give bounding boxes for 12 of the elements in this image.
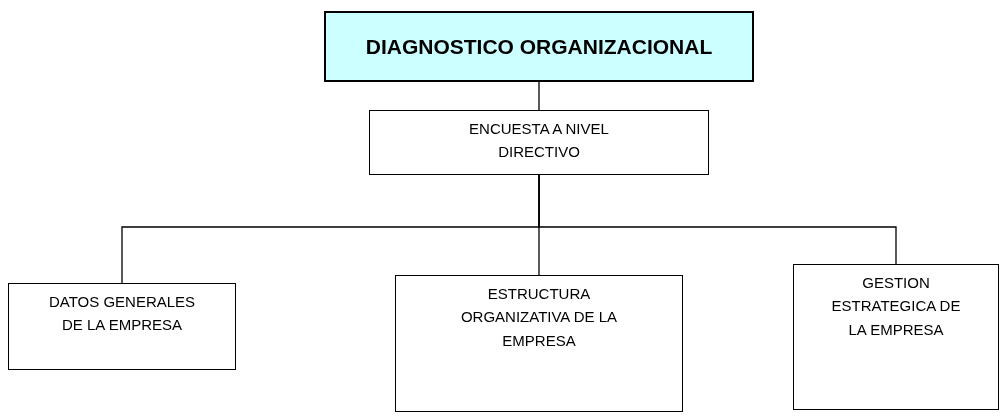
title-text: DIAGNOSTICO ORGANIZACIONAL (365, 33, 713, 60)
process-box (8, 283, 236, 370)
box-text: DATOS GENERALES DE LA EMPRESA (47, 292, 197, 336)
process-box (369, 110, 709, 175)
box-text: ESTRUCTURA ORGANIZATIVA DE LA EMPRESA (459, 284, 619, 351)
title-box (324, 11, 754, 82)
process-box (395, 275, 683, 412)
box-text: ENCUESTA A NIVEL DIRECTIVO (468, 119, 610, 163)
connector-line (538, 81, 540, 111)
process-box (793, 264, 999, 410)
connector-line (538, 174, 897, 265)
box-text: GESTION ESTRATEGICA DE LA EMPRESA (830, 273, 962, 340)
